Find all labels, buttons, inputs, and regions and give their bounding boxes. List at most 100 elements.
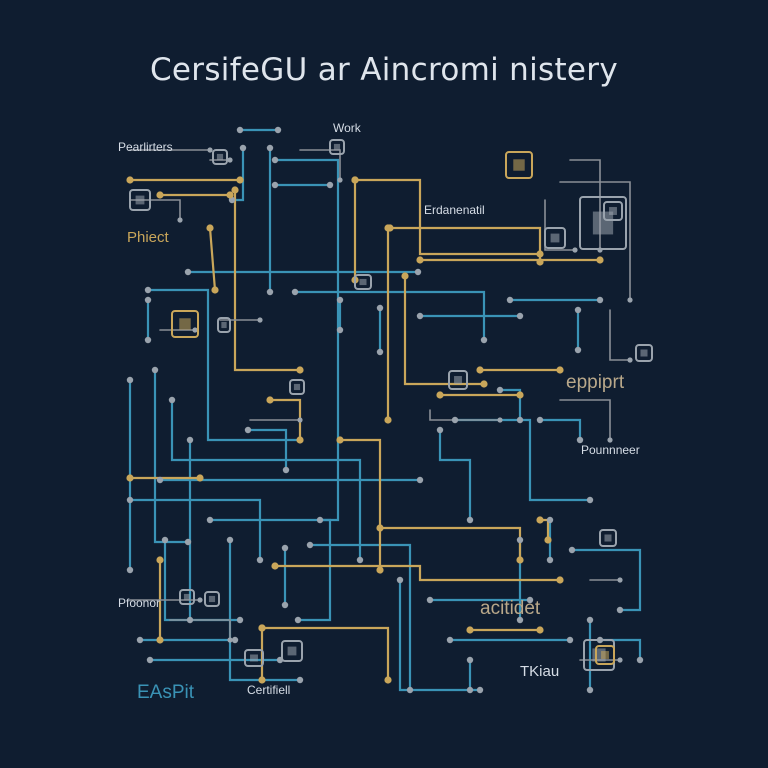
chip-19 (244, 649, 264, 667)
chip-12-core (135, 195, 145, 205)
blue-wire-36 (538, 418, 582, 442)
blue-wire-7 (293, 290, 486, 342)
node-62 (546, 516, 554, 524)
chip-15 (217, 317, 231, 333)
node-84 (156, 191, 164, 199)
chip-3-core (592, 211, 614, 235)
label-easpit: EAsPit (137, 682, 195, 703)
node-142 (257, 317, 263, 323)
node-75 (282, 466, 290, 474)
node-116 (258, 624, 266, 632)
grey-wire-3 (569, 159, 601, 251)
node-48 (436, 426, 444, 434)
node-63 (546, 556, 554, 564)
node-102 (436, 391, 444, 399)
chip-4 (603, 201, 623, 221)
chip-3 (579, 196, 627, 250)
chip-5 (448, 370, 468, 390)
node-5 (316, 516, 324, 524)
gold-wire-3 (353, 178, 542, 256)
node-80 (161, 536, 169, 544)
node-76 (336, 296, 344, 304)
chip-8 (595, 645, 615, 665)
label-pounnneer: Pounnneer (581, 443, 640, 457)
node-118 (466, 626, 474, 634)
node-93 (536, 258, 544, 266)
node-16 (376, 304, 384, 312)
node-134 (497, 417, 503, 423)
node-8 (271, 181, 279, 189)
node-0 (236, 126, 244, 134)
node-78 (144, 296, 152, 304)
node-95 (384, 416, 392, 424)
node-105 (296, 436, 304, 444)
grey-wire-5 (609, 309, 631, 361)
node-135 (607, 437, 613, 443)
node-44 (146, 656, 154, 664)
node-28 (168, 396, 176, 404)
node-85 (226, 191, 234, 199)
grey-wire-4 (559, 181, 631, 301)
chip-6 (635, 344, 653, 362)
blue-wire-25 (453, 418, 592, 502)
node-122 (206, 224, 214, 232)
chip-2-core (216, 153, 224, 161)
chip-1 (505, 151, 533, 179)
node-79 (144, 336, 152, 344)
node-108 (271, 562, 279, 570)
chip-15-core (221, 321, 227, 329)
node-74 (244, 426, 252, 434)
blue-wire-2 (273, 158, 340, 522)
gold-wire-11 (268, 398, 302, 442)
node-46 (306, 541, 314, 549)
label-tkiau: TKiau (520, 663, 560, 680)
label-work: Work (333, 121, 361, 135)
node-61 (516, 616, 524, 624)
node-11 (414, 268, 422, 276)
chip-2 (212, 149, 228, 165)
chip-9-core (287, 646, 297, 656)
node-86 (231, 186, 239, 194)
blue-wire-35 (498, 388, 522, 422)
node-70 (496, 386, 504, 394)
chip-19-core (250, 654, 258, 662)
node-107 (376, 566, 384, 574)
node-22 (574, 306, 582, 314)
node-81 (186, 616, 194, 624)
node-57 (566, 636, 574, 644)
node-82 (126, 176, 134, 184)
chip-13-core (550, 233, 560, 243)
node-131 (627, 357, 633, 363)
diagram-title: CersifeGU ar Aincromi nistery (149, 52, 618, 88)
node-71 (516, 416, 524, 424)
node-59 (466, 686, 474, 694)
blue-wire-12 (153, 368, 190, 544)
grey-wire-1 (129, 199, 181, 221)
node-99 (596, 256, 604, 264)
node-4 (271, 156, 279, 164)
node-26 (126, 376, 134, 384)
node-120 (536, 516, 544, 524)
node-117 (258, 676, 266, 684)
node-15 (480, 336, 488, 344)
node-136 (197, 597, 203, 603)
gold-wire-20 (208, 226, 217, 292)
label-eppiprt: eppiprt (566, 372, 625, 393)
node-38 (281, 544, 289, 552)
node-72 (536, 416, 544, 424)
blue-wire-40 (163, 538, 192, 622)
node-58 (466, 656, 474, 664)
node-36 (206, 516, 214, 524)
node-6 (266, 144, 274, 152)
blue-wire-23 (308, 543, 412, 692)
grey-wire-6 (544, 199, 576, 251)
node-2 (239, 144, 247, 152)
node-42 (136, 636, 144, 644)
chip-9 (281, 640, 303, 662)
node-104 (266, 396, 274, 404)
node-33 (416, 476, 424, 484)
node-43 (231, 636, 239, 644)
node-23 (574, 346, 582, 354)
grey-wire-8 (429, 409, 501, 421)
